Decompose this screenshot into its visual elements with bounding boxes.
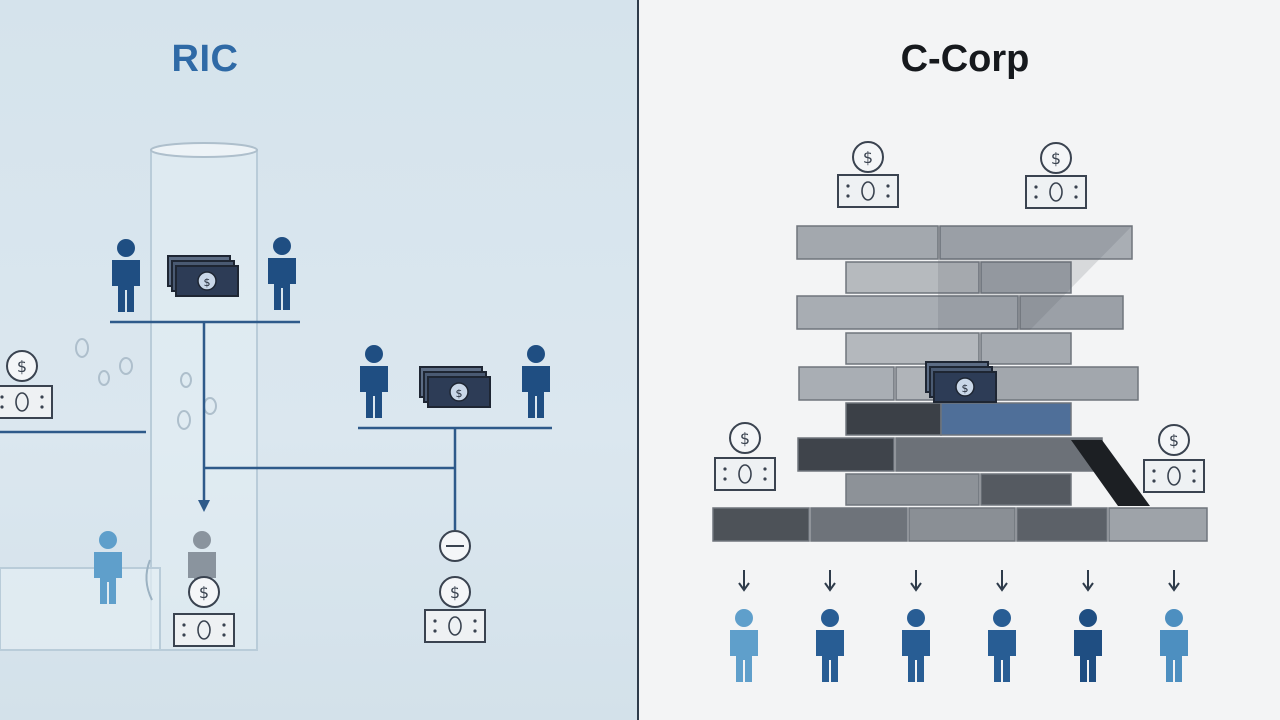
bubbles [75, 338, 217, 430]
dollar-coin-icon [6, 350, 38, 382]
person-icon [988, 609, 1016, 682]
person-icon [360, 345, 388, 418]
down-arrow-icon [824, 569, 836, 591]
person-icon [1160, 609, 1188, 682]
person-icon [112, 239, 140, 312]
down-arrow-icon [910, 569, 922, 591]
down-arrow-icon [1082, 569, 1094, 591]
bill-icon [837, 174, 899, 208]
brick-wall-icon [712, 225, 1208, 542]
bill-icon [424, 609, 486, 643]
dollar-coin-icon [1158, 424, 1190, 456]
person-icon [268, 237, 296, 310]
flow-lines [0, 320, 552, 530]
bill-icon [714, 457, 776, 491]
dollar-coin-icon [188, 576, 220, 608]
dollar-coin-icon [729, 422, 761, 454]
dollar-coin-icon [852, 141, 884, 173]
cash-bundle-icon [167, 255, 239, 297]
bill-icon [173, 613, 235, 647]
person-icon [902, 609, 930, 682]
down-arrow-icon [996, 569, 1008, 591]
bill-icon [1143, 459, 1205, 493]
minus-coin-icon [439, 530, 471, 562]
down-arrow-icon [1168, 569, 1180, 591]
cash-bundle-icon [419, 366, 491, 408]
ric-title: RIC [171, 38, 239, 80]
panel-divider [637, 0, 639, 720]
bill-icon [0, 385, 53, 419]
dollar-coin-icon [439, 576, 471, 608]
person-icon [522, 345, 550, 418]
down-arrow-icon [738, 569, 750, 591]
cash-bundle-icon [925, 361, 997, 403]
dollar-coin-icon [1040, 142, 1072, 174]
c-corp-title: C-Corp [900, 38, 1030, 80]
person-icon [816, 609, 844, 682]
person-icon [1074, 609, 1102, 682]
person-icon [730, 609, 758, 682]
down-arrow-icon [198, 500, 210, 512]
bill-icon [1025, 175, 1087, 209]
